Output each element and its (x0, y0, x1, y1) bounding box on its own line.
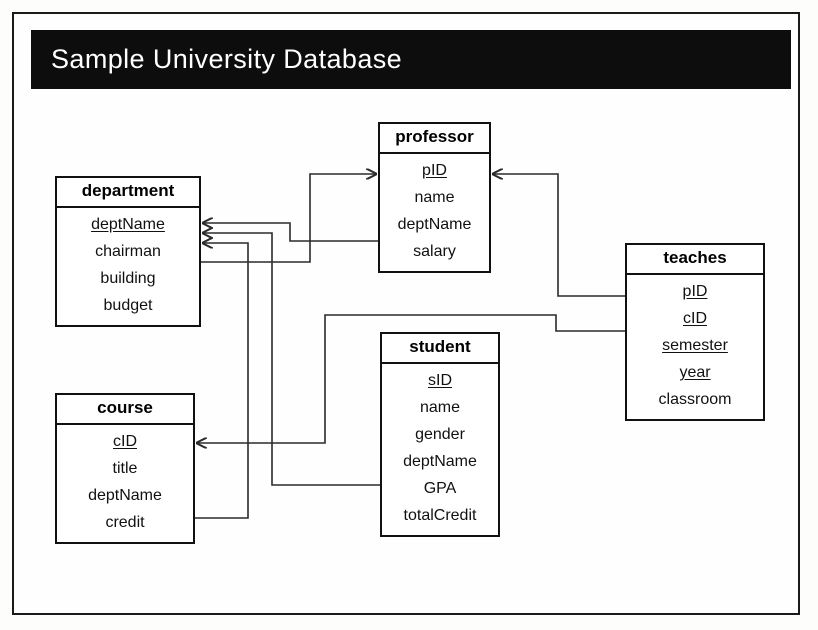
edge-student-deptname-to-department-deptname (203, 233, 380, 486)
attribute-department-building: building (100, 269, 156, 287)
entity-course-attributes: cID title deptName credit (57, 424, 193, 542)
attribute-teaches-pid: pID (682, 282, 708, 300)
attribute-teaches-cid: cID (683, 309, 707, 327)
attribute-professor-salary: salary (413, 242, 456, 260)
attribute-course-credit: credit (105, 513, 145, 531)
attribute-professor-pid: pID (422, 161, 447, 179)
attribute-student-totalcredit: totalCredit (403, 506, 477, 524)
entity-teaches-title: teaches (627, 245, 763, 275)
entity-department-attributes: deptName chairman building budget (57, 207, 199, 325)
attribute-teaches-classroom: classroom (658, 390, 732, 408)
attribute-teaches-semester: semester (662, 336, 728, 354)
attribute-professor-deptname: deptName (397, 215, 472, 233)
entity-course-title: course (57, 395, 193, 425)
attribute-student-gender: gender (415, 425, 465, 443)
title-banner: Sample University Database (31, 30, 791, 89)
edge-teaches-cid-to-course-cid (197, 314, 625, 443)
attribute-department-deptname: deptName (91, 215, 165, 233)
entity-teaches-attributes: pID cID semester year classroom (627, 274, 763, 419)
entity-student-title: student (382, 334, 498, 364)
attribute-department-chairman: chairman (95, 242, 161, 260)
page-title: Sample University Database (51, 44, 403, 74)
entity-course[interactable]: course cID title deptName credit (55, 393, 195, 544)
attribute-professor-name: name (414, 188, 455, 206)
entity-professor-title: professor (380, 124, 489, 154)
entity-professor-attributes: pID name deptName salary (380, 153, 489, 271)
entity-student-attributes: sID name gender deptName GPA totalCredit (382, 363, 498, 535)
attribute-course-cid: cID (113, 432, 137, 450)
entity-student[interactable]: student sID name gender deptName GPA tot… (380, 332, 500, 537)
edge-course-deptname-to-department-deptname (195, 243, 249, 519)
entity-department[interactable]: department deptName chairman building bu… (55, 176, 201, 327)
attribute-student-deptname: deptName (403, 452, 477, 470)
edge-professor-deptname-to-department-deptname (203, 223, 378, 242)
attribute-department-budget: budget (103, 296, 153, 314)
attribute-student-name: name (419, 398, 461, 416)
attribute-teaches-year: year (679, 363, 711, 381)
edge-department-chairman-to-professor-pid (201, 174, 376, 263)
attribute-course-title: title (112, 459, 138, 477)
edge-teaches-pid-to-professor-pid (493, 174, 625, 297)
entity-department-title: department (57, 178, 199, 208)
attribute-student-sid: sID (428, 371, 452, 389)
attribute-student-gpa: GPA (423, 479, 457, 497)
attribute-course-deptname: deptName (88, 486, 162, 504)
entity-teaches[interactable]: teaches pID cID semester year classroom (625, 243, 765, 421)
entity-professor[interactable]: professor pID name deptName salary (378, 122, 491, 273)
